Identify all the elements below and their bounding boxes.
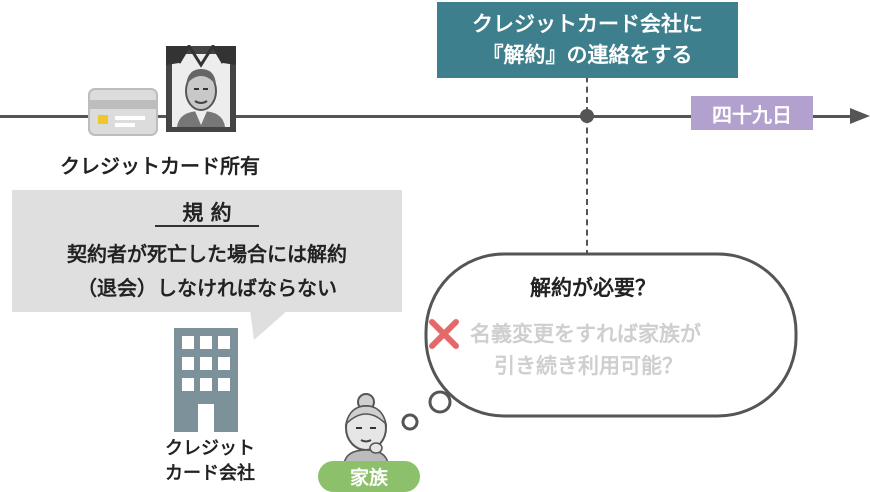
question-sub-line1: 名義変更をすれば家族が (470, 322, 701, 346)
notice-line2: 『解約』の連絡をする (482, 43, 693, 67)
deceased-portrait-icon (166, 45, 236, 132)
contract-text-line1: 契約者が死亡した場合には解約 (67, 242, 347, 266)
office-building-icon (174, 328, 238, 432)
thought-bubble (401, 252, 798, 431)
question-main: 解約が必要？ (530, 276, 656, 300)
timeline-event-dot (580, 109, 594, 123)
card-company-label: クレジット カード会社 (150, 436, 270, 486)
cancel-notice-box: クレジットカード会社に 『解約』の連絡をする (437, 2, 738, 78)
contract-bubble-tail (250, 310, 288, 340)
contract-text-line2: （退会）しなければならない (77, 276, 337, 300)
notice-dashed-connector (586, 56, 588, 256)
card-owner-label: クレジットカード所有 (60, 154, 260, 178)
timeline-line (0, 115, 858, 118)
credit-card-icon (88, 88, 158, 136)
notice-line1: クレジットカード会社に (472, 12, 703, 36)
contract-title-underline (155, 225, 259, 227)
family-badge: 家族 (318, 461, 420, 492)
contract-speech-bubble (12, 190, 402, 312)
question-sub-line2: 引き続き利用可能？ (494, 354, 683, 378)
thinking-grandmother-icon (343, 393, 389, 464)
cross-mark-icon (429, 319, 459, 349)
timeline-arrowhead (850, 108, 870, 124)
forty-ninth-day-badge: 四十九日 (691, 96, 813, 130)
card-company-label-line1: クレジット (165, 438, 255, 459)
contract-title: 規 約 (182, 201, 232, 225)
card-company-label-line2: カード会社 (165, 463, 255, 484)
